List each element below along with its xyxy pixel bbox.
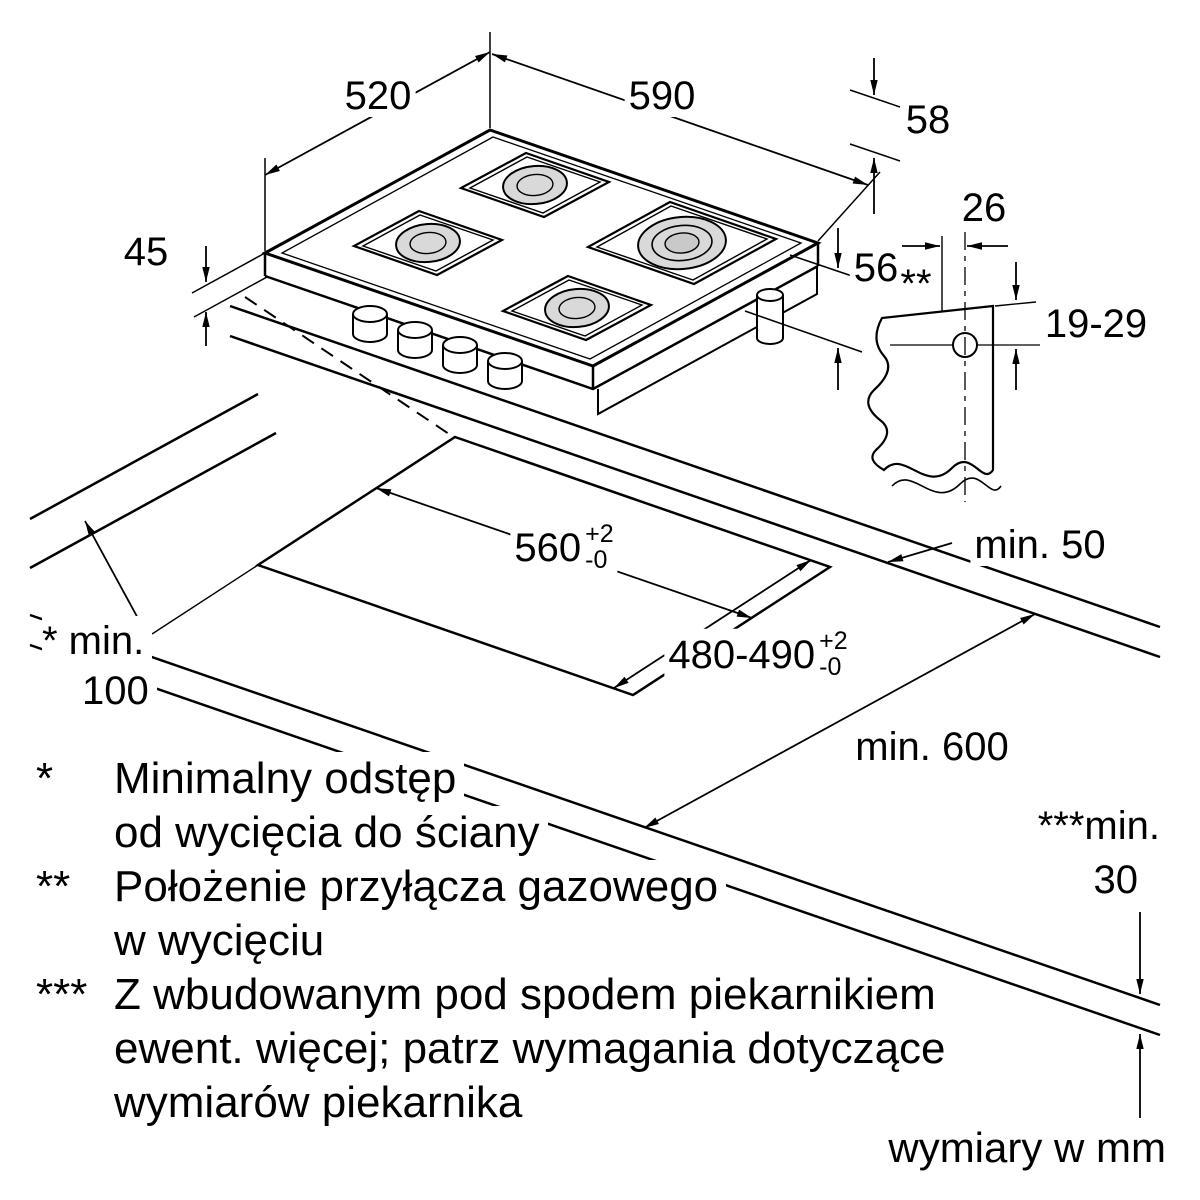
projection-dashed-line [244,296,453,437]
dim-label-install-height: 56 [849,247,903,289]
gas-bracket-detail [867,232,1040,502]
cutout-depth-tol-plus: +2 [819,626,848,655]
footnote-text-3: Z wbudowanym pod spodem piekarnikiem ewe… [114,968,1186,1130]
footnote-marker-1: * [36,754,54,803]
control-knobs [352,305,523,390]
dim-label-front-clearance-line1: ***min. [1033,804,1164,848]
units-note: wymiary w mm [888,1124,1166,1171]
cutout-width-tol-plus: +2 [585,519,614,548]
dim-label-height-below: 58 [901,99,955,141]
burner-front [500,274,654,342]
burner-left [351,209,505,277]
dim-label-cutout-depth: 480-490 +2 -0 [664,626,852,682]
dim-label-cutout-width: 560 +2 -0 [510,519,618,575]
dim-label-hob-width: 590 [624,75,700,117]
burner-wok [585,200,779,286]
footnote-marker-2: ** [36,862,71,911]
footnote-text-2: Położenie przyłącza gazowego w wycięciu [114,860,1186,968]
dim-label-height-above: 45 [119,231,173,273]
dim-label-gas-depth: 19-29 [1040,303,1152,345]
cutout-width-tol-minus: -0 [585,546,608,574]
dim-label-worktop-depth: min. 600 [855,725,1009,769]
dim-label-front-clearance-line2: 30 [1089,858,1142,902]
footnote-marker-3: *** [36,970,88,1019]
dim-label-side-clearance: * min. 100 [42,616,157,716]
dim-label-rear-clearance: min. 50 [970,524,1110,566]
cutout-depth-tol-minus: -0 [819,653,842,681]
side-clearance-line1: * min. [42,616,153,666]
footnote-text-1: Minimalny odstęp od wycięcia do ściany [114,752,1186,860]
cutout-width-value: 560 [514,526,582,570]
hob-illustration [261,128,822,416]
gas-ref-marker: ** [900,262,932,306]
cutout-depth-value: 480-490 [668,633,816,677]
footnotes: * Minimalny odstęp od wycięcia do ściany… [36,752,1186,1130]
dim-label-hob-depth: 520 [340,75,416,117]
side-clearance-line2: 100 [82,666,157,716]
dim-label-gas-offset: 26 [957,187,1011,229]
